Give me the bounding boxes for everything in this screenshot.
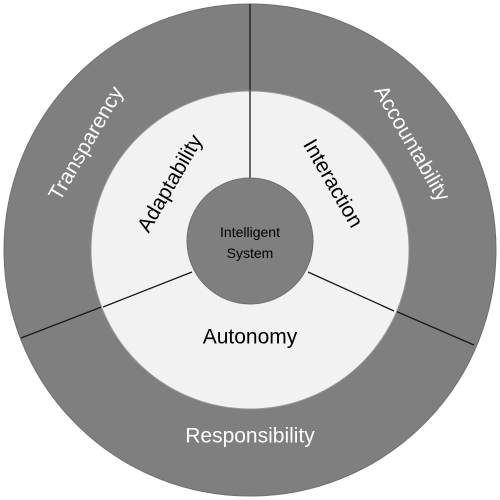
outer-divider-right — [392, 309, 475, 346]
core-label-line-2: System — [227, 245, 274, 261]
outer-label-responsibility: Responsibility — [185, 425, 315, 448]
middle-divider-right — [307, 271, 395, 312]
core-circle — [186, 177, 314, 305]
middle-divider-left — [102, 271, 193, 308]
outer-divider-left — [20, 305, 105, 339]
middle-label-autonomy: Autonomy — [203, 326, 298, 349]
core-label-line-1: Intelligent — [220, 224, 280, 240]
